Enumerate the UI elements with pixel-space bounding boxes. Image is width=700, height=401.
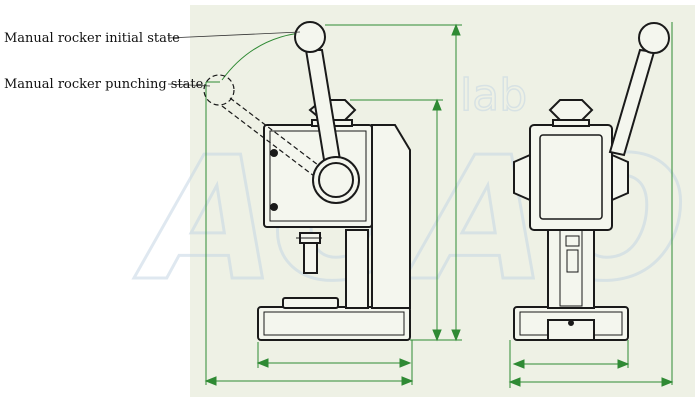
- leader-lines: [167, 31, 301, 87]
- side-view: [513, 22, 670, 341]
- front-column: [345, 229, 369, 309]
- label-rocker-initial-state: Manual rocker initial state: [4, 31, 180, 46]
- side-head: [529, 124, 613, 231]
- rocker-punching-position: [203, 74, 323, 177]
- rocker-initial-position: [294, 21, 360, 204]
- dimension-lines: [204, 22, 674, 388]
- label-rocker-punching-state: Manual rocker punching state: [4, 77, 204, 92]
- watermark-lab: lab: [460, 70, 527, 121]
- side-column: [547, 229, 595, 309]
